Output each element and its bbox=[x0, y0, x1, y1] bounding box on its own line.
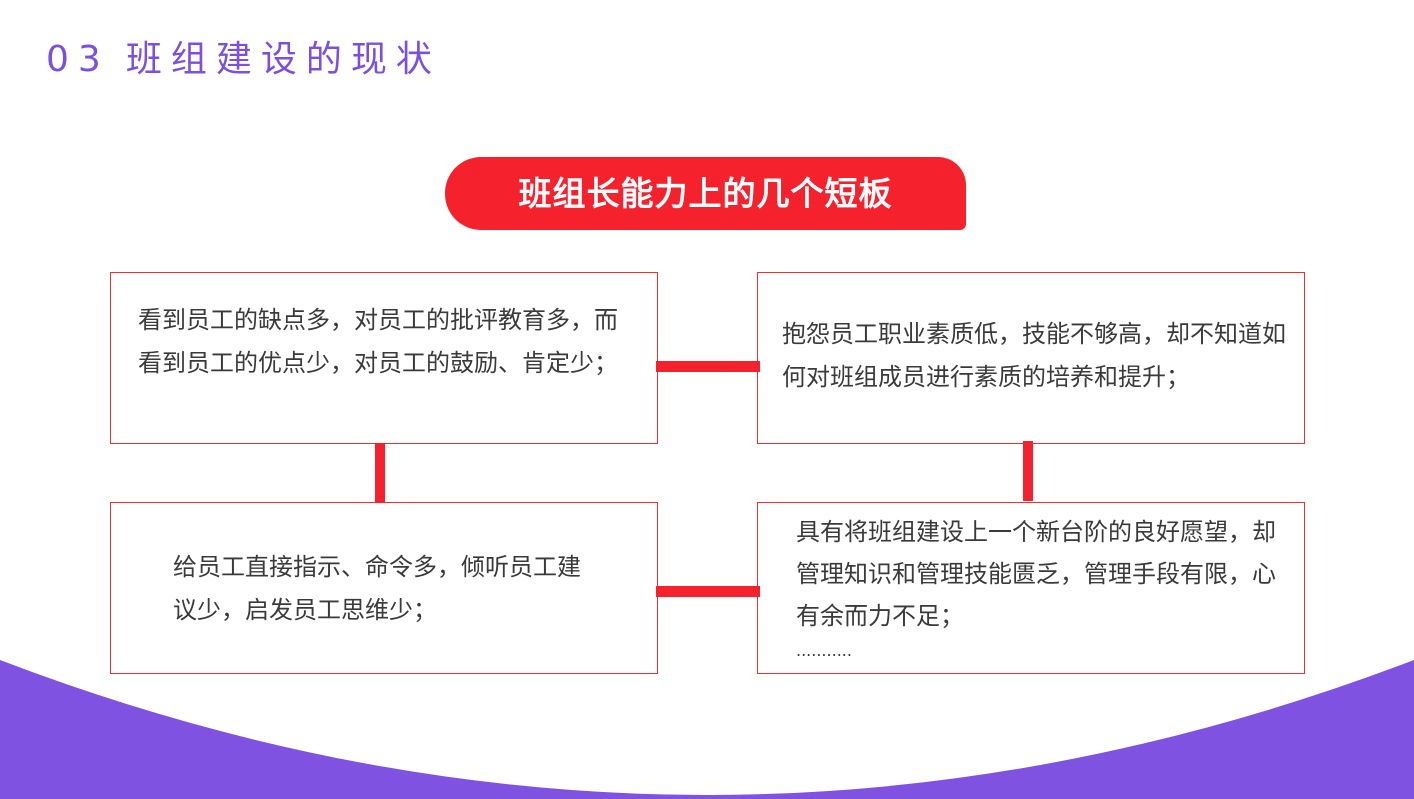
box-ellipsis: ........... bbox=[796, 641, 852, 660]
connector-right-vertical bbox=[1023, 441, 1033, 501]
connector-left-vertical bbox=[375, 443, 385, 503]
shortcoming-box-top-left: 看到员工的缺点多，对员工的批评教育多，而看到员工的优点少，对员工的鼓励、肯定少； bbox=[110, 272, 658, 444]
box-text-bottom-right: 具有将班组建设上一个新台阶的良好愿望，却管理知识和管理技能匮乏，管理手段有限，心… bbox=[796, 518, 1276, 630]
box-text-bottom-left: 给员工直接指示、命令多，倾听员工建议少，启发员工思维少； bbox=[173, 553, 581, 624]
bottom-wave-decoration bbox=[0, 660, 1414, 799]
shortcoming-box-bottom-left: 给员工直接指示、命令多，倾听员工建议少，启发员工思维少； bbox=[110, 502, 658, 674]
box-text-top-right: 抱怨员工职业素质低，技能不够高，却不知道如何对班组成员进行素质的培养和提升； bbox=[782, 320, 1286, 391]
banner-title: 班组长能力上的几个短板 bbox=[445, 157, 966, 230]
shortcoming-box-bottom-right: 具有将班组建设上一个新台阶的良好愿望，却管理知识和管理技能匮乏，管理手段有限，心… bbox=[757, 502, 1305, 674]
section-number: 03 bbox=[46, 39, 110, 80]
section-title: 班组建设的现状 bbox=[125, 39, 441, 80]
shortcoming-box-top-right: 抱怨员工职业素质低，技能不够高，却不知道如何对班组成员进行素质的培养和提升； bbox=[757, 272, 1305, 444]
box-text-top-left: 看到员工的缺点多，对员工的批评教育多，而看到员工的优点少，对员工的鼓励、肯定少； bbox=[138, 306, 618, 377]
connector-bottom-horizontal bbox=[656, 586, 760, 597]
connector-top-horizontal bbox=[656, 361, 760, 372]
section-heading: 03 班组建设的现状 bbox=[46, 38, 441, 82]
